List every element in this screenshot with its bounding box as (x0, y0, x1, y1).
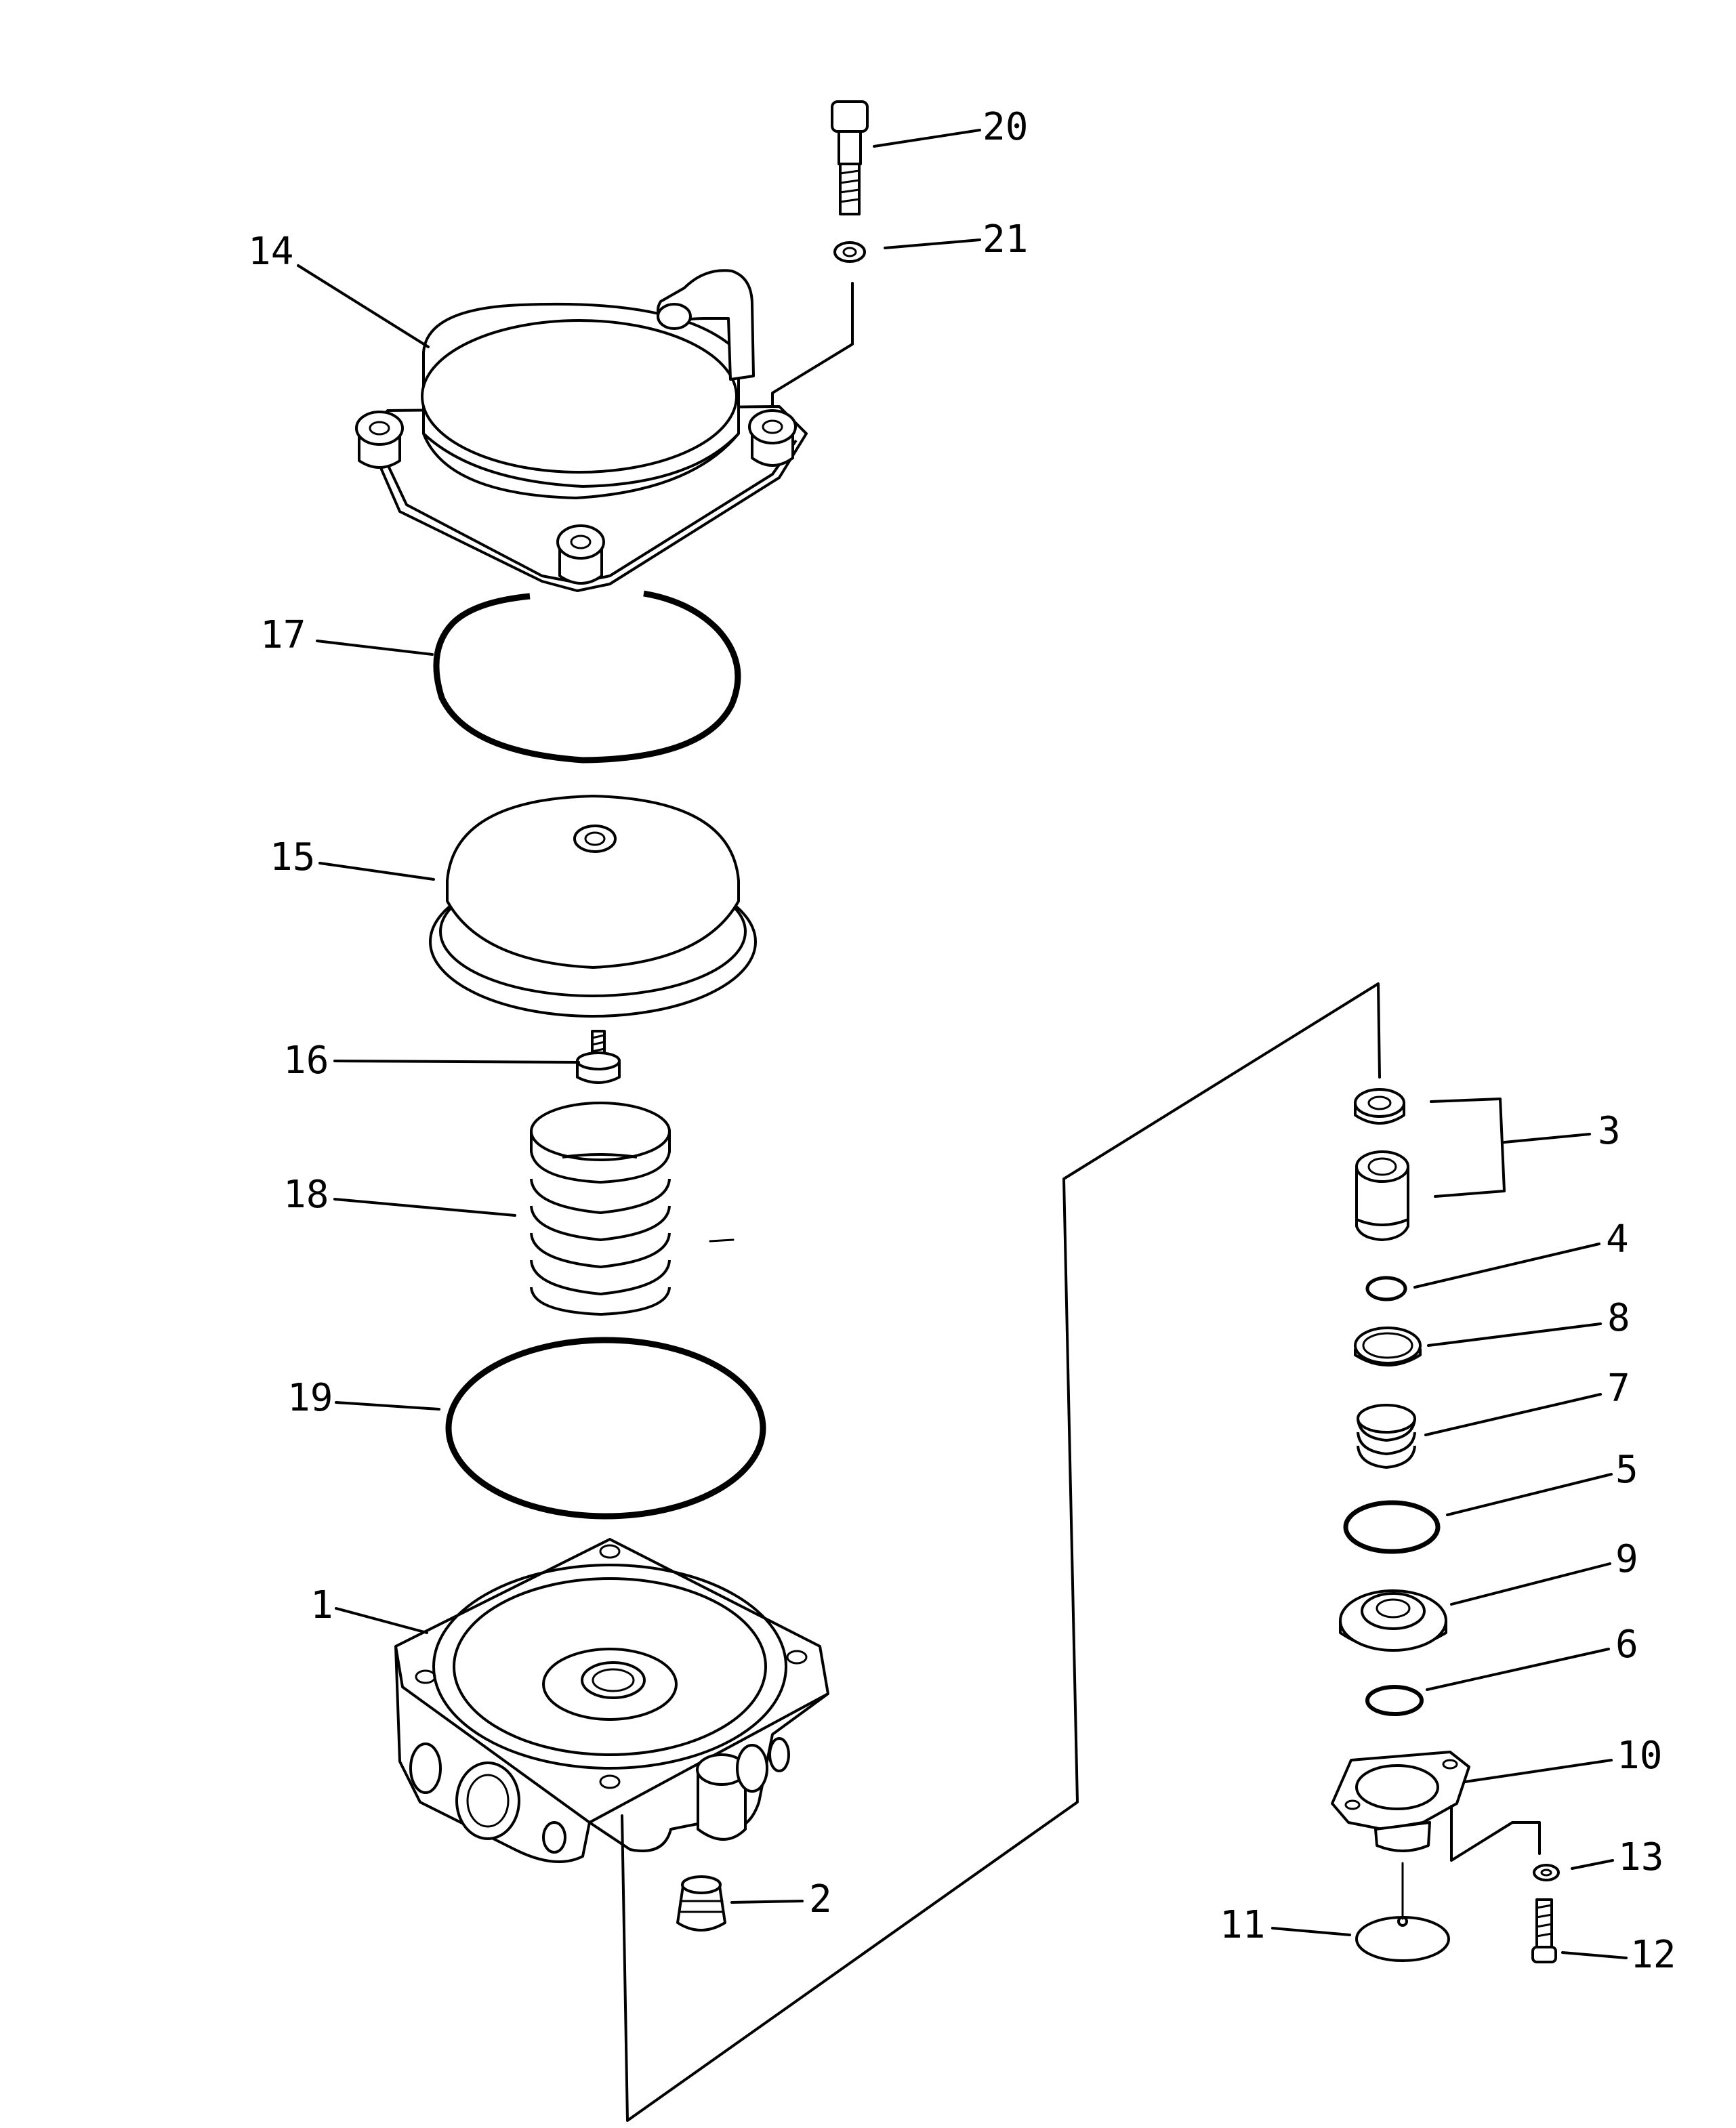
callout-18: 18 (283, 1173, 329, 1217)
callout-5: 5 (1615, 1448, 1638, 1492)
callout-labels: 20 21 14 17 15 16 18 19 1 2 3 4 8 7 5 9 … (248, 105, 1676, 1977)
part-7-spring (1357, 1404, 1416, 1469)
callout-10: 10 (1617, 1734, 1662, 1778)
part-17-o-ring (433, 590, 741, 764)
part-16-screw (576, 1030, 621, 1084)
callout-8: 8 (1607, 1296, 1630, 1340)
callout-13: 13 (1618, 1835, 1663, 1879)
callout-12: 12 (1630, 1933, 1676, 1977)
callout-2: 2 (809, 1877, 832, 1921)
callout-16: 16 (283, 1039, 329, 1083)
callout-1: 1 (310, 1583, 333, 1627)
assembly-line (621, 982, 1381, 2122)
flange-locating-line (1450, 1805, 1541, 1862)
part-15-diaphragm (429, 795, 757, 1018)
part-1-valve-body (394, 1538, 829, 1863)
bolt-locating-line (771, 282, 854, 408)
callout-21: 21 (983, 217, 1028, 262)
part-10-flange (1331, 1751, 1470, 1852)
part-12-bolt (1531, 1898, 1557, 1963)
callout-11: 11 (1220, 1903, 1265, 1947)
part-2-plug (676, 1875, 726, 1932)
part-6-o-ring (1365, 1685, 1424, 1716)
part-5-o-ring (1343, 1500, 1441, 1554)
part-21-washer (833, 241, 866, 263)
callout-7: 7 (1607, 1366, 1630, 1411)
callout-15: 15 (270, 835, 315, 879)
callout-14: 14 (248, 230, 293, 274)
part-20-bolt (831, 100, 869, 215)
callout-19: 19 (287, 1376, 333, 1420)
part-18-spring (530, 1102, 735, 1316)
part-11-disc (1355, 1862, 1450, 1962)
part-19-o-ring (445, 1337, 766, 1520)
callout-6: 6 (1615, 1623, 1638, 1667)
callout-9: 9 (1615, 1537, 1638, 1581)
callout-17: 17 (260, 613, 306, 657)
callout-4: 4 (1606, 1217, 1629, 1261)
callout-20: 20 (983, 105, 1028, 149)
leader-lines (297, 129, 1628, 1959)
part-3-sleeve (1354, 1088, 1409, 1241)
part-4-o-ring (1365, 1276, 1407, 1301)
part-14-cover (355, 269, 808, 592)
callout-3: 3 (1598, 1109, 1621, 1153)
part-13-washer (1533, 1864, 1560, 1881)
part-9-seat (1339, 1589, 1447, 1652)
part-8-cup (1354, 1327, 1422, 1366)
